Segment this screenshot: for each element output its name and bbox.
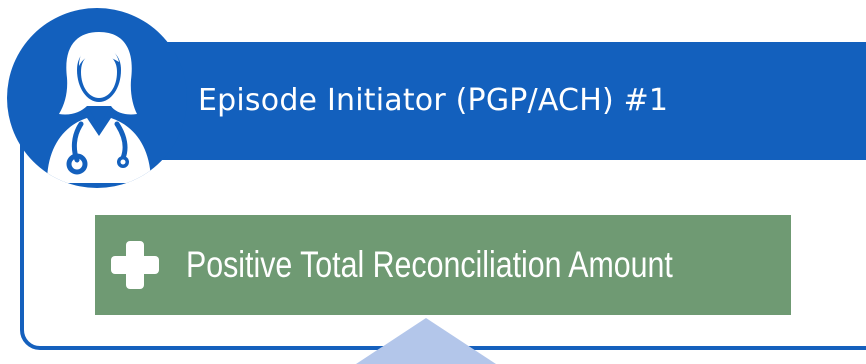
avatar-circle: [7, 8, 187, 188]
triangle-pointer-icon: [356, 318, 496, 364]
doctor-with-stethoscope-icon: [47, 32, 151, 183]
plus-icon: [111, 241, 159, 289]
reconciliation-label: Positive Total Reconciliation Amount: [186, 244, 673, 285]
header-band: [120, 42, 866, 160]
episode-initiator-title: Episode Initiator (PGP/ACH) #1: [198, 83, 669, 118]
reconciliation-banner: [95, 215, 791, 315]
